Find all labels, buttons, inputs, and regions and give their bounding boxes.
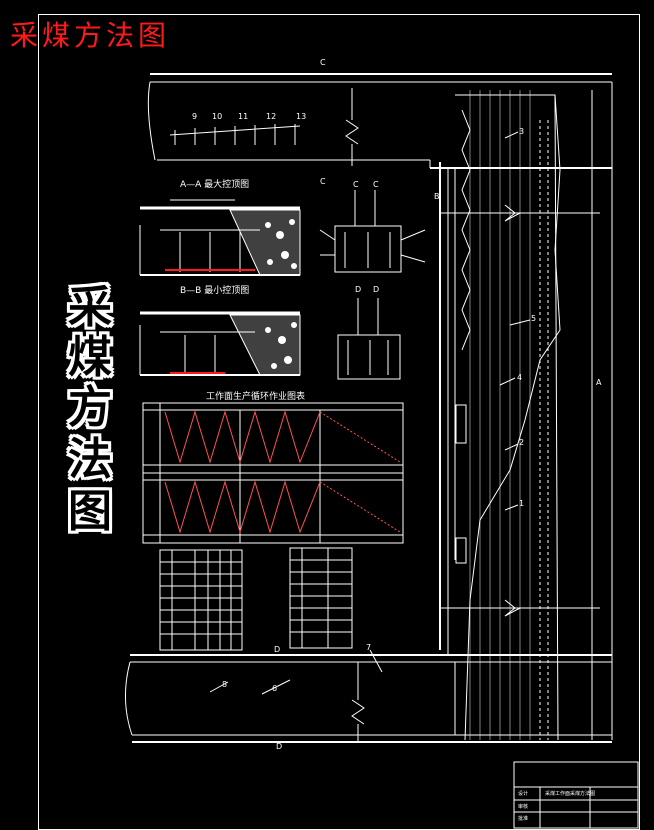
label-10: 10 (212, 112, 223, 121)
label-12: 12 (266, 112, 277, 121)
marker-c-mid: C (320, 177, 326, 186)
vertical-title-char-3: 方 (68, 382, 112, 433)
header-title: 采煤方法图 (10, 19, 171, 52)
label-5: 5 (531, 314, 537, 323)
section-bb-title: B—B 最小控顶图 (180, 286, 250, 296)
label-3: 3 (519, 127, 525, 136)
label-9: 9 (192, 112, 198, 121)
marker-c-left: C (353, 180, 359, 189)
marker-d-bottom: D (276, 742, 283, 751)
marker-c-top: C (320, 58, 326, 67)
section-aa-title: A—A 最大控顶图 (180, 180, 250, 190)
label-6: 6 (272, 684, 278, 693)
marker-c-right: C (373, 180, 379, 189)
vertical-title-char-4: 法 (68, 434, 112, 485)
title-block-row-1: 设计 (518, 791, 529, 797)
marker-b-right: B (434, 192, 440, 201)
label-8: 8 (222, 680, 228, 689)
marker-d-right: D (373, 285, 380, 294)
marker-d-left: D (355, 285, 362, 294)
vertical-title-char-5: 图 (68, 486, 112, 537)
label-7: 7 (366, 643, 372, 652)
marker-a-right: A (596, 378, 602, 387)
label-1: 1 (519, 499, 525, 508)
vertical-title-char-1: 采 (68, 282, 112, 333)
upper-roadway-top (150, 82, 612, 162)
title-block-row-2: 审核 (518, 804, 529, 810)
title-block-row-3: 批准 (518, 816, 529, 822)
schedule-title: 工作面生产循环作业图表 (206, 392, 306, 402)
title-block-drawing-name: 采煤工作面采煤方法图 (545, 791, 596, 797)
label-4: 4 (517, 373, 523, 382)
label-11: 11 (238, 112, 249, 121)
vertical-title-char-2: 煤 (68, 332, 112, 383)
marker-d-road: D (274, 645, 281, 654)
label-2: 2 (519, 438, 525, 447)
label-13: 13 (296, 112, 307, 121)
